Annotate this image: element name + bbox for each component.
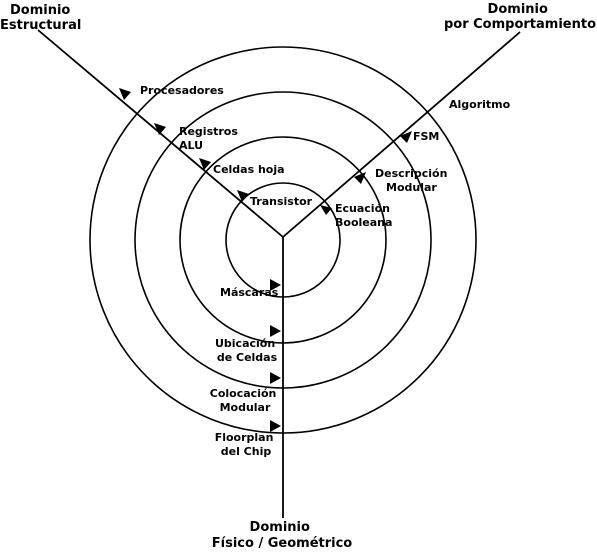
behavioral-axis [282, 31, 521, 238]
arrowhead-cell-placement [270, 325, 281, 337]
arrowhead-chip-floorplan [270, 420, 281, 432]
arrowhead-transistor [237, 190, 249, 202]
arrowhead-boolean-equation [320, 205, 332, 215]
arrowhead-modular-description [354, 172, 366, 184]
arrowhead-registers [154, 123, 166, 135]
arrowhead-masks [270, 279, 281, 291]
label-registers-alu: Registros ALU [179, 125, 242, 152]
physical-domain-title: Dominio Físico / Geométrico [212, 520, 353, 551]
label-masks: Máscaras [220, 286, 279, 299]
arrowhead-fsm [400, 131, 412, 143]
label-processors: Procesadores [140, 84, 224, 97]
arrowhead-leaf-cells [199, 158, 211, 170]
label-algorithm: Algoritmo [449, 98, 511, 111]
label-boolean-equation: Ecuación Booleana [335, 202, 394, 229]
label-leaf-cells: Celdas hoja [213, 163, 285, 176]
arrowhead-module-placement [270, 372, 281, 384]
label-chip-floorplan: Floorplan del Chip [215, 431, 278, 458]
arrowhead-processors [119, 88, 131, 100]
structural-axis [37, 29, 284, 238]
behavioral-domain-title: Dominio por Comportamiento [444, 2, 596, 32]
label-fsm: FSM [413, 130, 439, 143]
label-cell-placement: Ubicación de Celdas [215, 337, 279, 364]
label-transistor: Transistor [250, 195, 313, 208]
structural-domain-title: Dominio Estructural [0, 3, 81, 33]
label-module-placement: Colocación Modular [210, 387, 280, 414]
label-modular-description: Descripción Modular [375, 167, 451, 194]
